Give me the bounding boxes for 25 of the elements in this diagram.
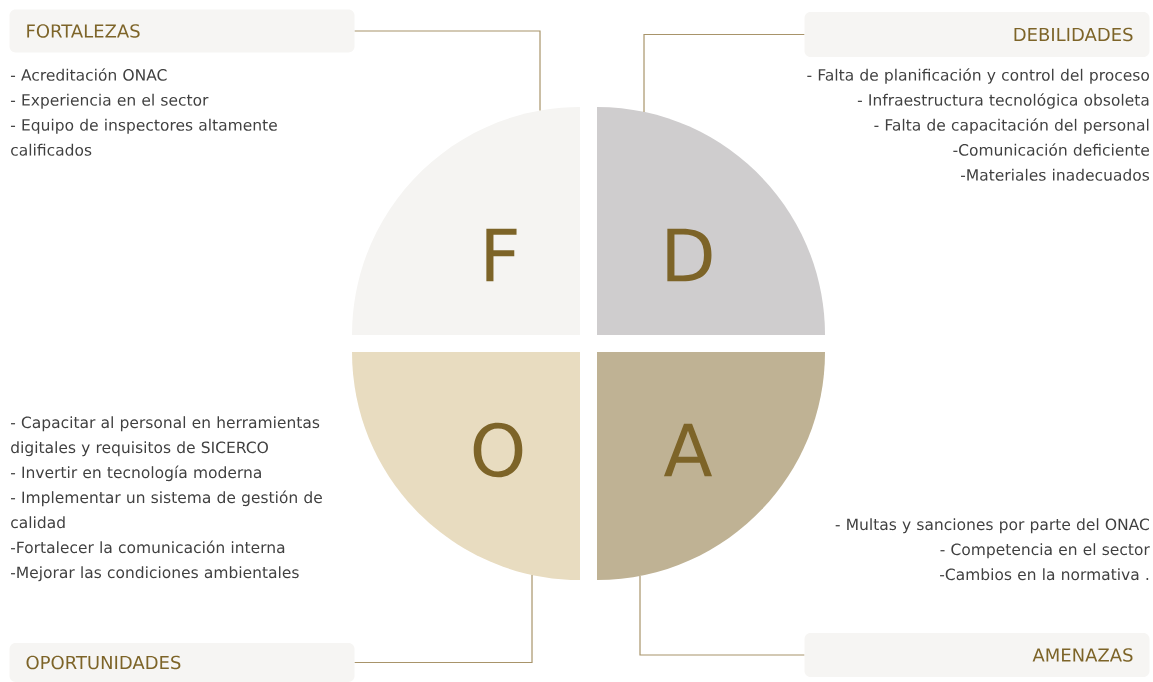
connector-line: [354, 30, 541, 112]
node-label: -Comunicación deficiente: [953, 143, 1149, 156]
quadrant: A: [597, 352, 825, 580]
header-box: FORTALEZAS: [9, 9, 355, 53]
node-label: - Invertir en tecnología moderna: [10, 465, 261, 482]
header-box: DEBILIDADES: [804, 12, 1150, 57]
node-label: -Fortalecer la comunicación interna: [10, 540, 285, 554]
node-label: - Capacitar al personal en herramientas digitales y requisitos de SICERCO: [10, 416, 320, 457]
header-box: AMENAZAS: [804, 633, 1150, 677]
node-label: - Falta de planificación y control del proceso: [807, 68, 1150, 84]
connector-line: [354, 574, 533, 664]
connector-line: [643, 33, 805, 113]
node-label: -Mejorar las condiciones ambientales: [10, 566, 299, 582]
bullet-list: - Capacitar al personal en herramientas digitales y requisitos de SICERCO - Invertir en tecnología moderna - Implementar un sistema de gestión de calidad -Fortalecer la comunicación interna -Mejorar las condiciones ambientales: [10, 416, 322, 582]
connector-line: [639, 575, 805, 656]
node-label: - Implementar un sistema de gestión de calidad: [10, 490, 322, 529]
quadrant: F: [352, 107, 580, 335]
node-label: -Materiales inadecuados: [960, 168, 1150, 181]
node-label: - Infraestructura tecnológica obsoleta: [857, 93, 1149, 109]
node-label: - Falta de capacitación del personal: [874, 118, 1149, 134]
bullet-list: - Acreditación ONAC - Experiencia en el sector - Equipo de inspectores altamente calificados: [10, 68, 277, 156]
bullet-list: - Multas y sanciones por parte del ONAC - Competencia en el sector -Cambios en la normativa .: [835, 518, 1150, 581]
header-box: OPORTUNIDADES: [9, 643, 355, 682]
quadrant: D: [597, 107, 825, 335]
quadrant: O: [352, 352, 580, 580]
